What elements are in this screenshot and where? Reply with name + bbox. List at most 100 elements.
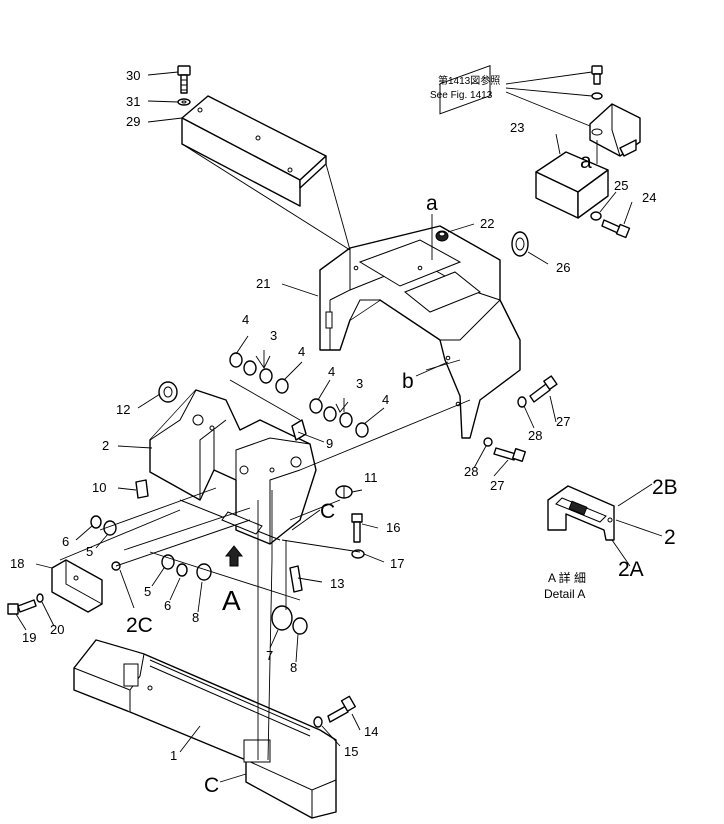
bushing-8-upper [196,563,212,581]
callout-10: 10 [92,480,106,495]
callout-2B: 2B [652,476,678,499]
callout-28b: 28 [464,464,478,479]
callout-16: 16 [386,520,400,535]
callout-20: 20 [50,622,64,637]
callout-13: 13 [330,576,344,591]
callout-2A: 2A [618,558,644,581]
bushing-5-right [161,554,175,570]
washer-31 [177,98,191,106]
see-fig-note: 第1413図参照 See Fig. 1413 [430,74,500,101]
main-frame-21 [319,64,521,439]
ring-6-left [90,515,102,529]
grease-fitting-10 [135,479,149,499]
view-arrow-a [224,545,244,567]
view-arrow-label: A [222,585,241,616]
callout-25: 25 [614,178,628,193]
callout-27a: 27 [556,414,570,429]
bottom-cover-1 [73,639,337,819]
callout-9: 9 [326,436,333,451]
callout-4a: 4 [242,312,249,327]
top-cover-plate [181,95,327,207]
detail-a-view [547,485,615,541]
washer-20 [36,593,44,603]
callout-14: 14 [364,724,378,739]
callout-26: 26 [556,260,570,275]
bolt-24 [601,219,631,239]
callout-22: 22 [480,216,494,231]
ref-mark-c-upper: C [320,500,335,523]
ref-mark-a-top: a [426,192,438,215]
see-fig-japanese: 第1413図参照 [438,74,500,87]
callout-7: 7 [266,648,273,663]
callout-17: 17 [390,556,404,571]
ring-6-right [176,563,188,577]
see-fig-english: See Fig. 1413 [430,90,493,101]
bushing-7 [271,605,293,631]
grease-fitting-9 [291,419,307,441]
pin-2C [111,519,251,571]
callout-12: 12 [116,402,130,417]
callout-5a: 5 [86,544,93,559]
callout-21: 21 [256,276,270,291]
callout-labels: 30 31 29 23 25 24 22 26 21 4 3 4 4 3 4 1… [10,68,678,763]
callout-31: 31 [126,94,140,109]
ring-8-lower [292,617,308,635]
bushings-lower-row [309,398,369,438]
callout-30: 30 [126,68,140,83]
callout-4d: 4 [382,392,389,407]
bolt-19 [7,599,37,615]
bushings-upper-row [229,352,289,394]
callout-18: 18 [10,556,24,571]
callout-11: 11 [364,470,378,485]
leader-lines [15,71,663,783]
callout-6b: 6 [164,598,171,613]
callout-2C: 2C [126,614,153,637]
callout-23: 23 [510,120,524,135]
plate-18 [51,559,103,613]
detail-english: Detail A [544,587,585,601]
bolt-27-upper [529,375,558,403]
callout-5b: 5 [144,584,151,599]
callout-19: 19 [22,630,36,645]
pin-11 [335,485,353,499]
callout-4c: 4 [328,364,335,379]
bushing-12 [158,381,178,403]
callout-28a: 28 [528,428,542,443]
callout-15: 15 [344,744,358,759]
reference-marks: a a b C C A [204,150,592,797]
ref-mark-c-lower: C [204,774,219,797]
washer-28-upper [517,396,527,408]
box-23 [535,151,609,219]
lever-assembly-2 [149,389,317,545]
callout-27b: 27 [490,478,504,493]
callout-1: 1 [170,748,177,763]
plate-13 [289,565,303,593]
ref-fig-1413-bracket [589,65,641,157]
callout-3b: 3 [356,376,363,391]
bolt-30 [177,65,191,94]
callout-2: 2 [102,438,109,453]
callout-6a: 6 [62,534,69,549]
callout-8a: 8 [192,610,199,625]
detail-japanese: A 詳 細 [548,570,586,585]
detail-a-caption: A 詳 細 Detail A [544,570,586,601]
callout-4b: 4 [298,344,305,359]
alignment-lines [59,140,598,761]
ref-mark-a-right: a [580,150,592,173]
bolt-27-lower [493,447,527,463]
bolt-16 [351,513,363,543]
callout-8b: 8 [290,660,297,675]
washer-28-lower [483,437,493,447]
callout-29: 29 [126,114,140,129]
callout-3a: 3 [270,328,277,343]
callout-24: 24 [642,190,656,205]
bushing-5-left [103,520,117,536]
callout-2-detail: 2 [664,526,676,549]
bolt-14 [327,695,357,723]
washer-15 [313,716,323,728]
washer-25 [590,211,602,221]
ref-mark-b: b [402,370,414,393]
grommet-22 [435,230,449,242]
